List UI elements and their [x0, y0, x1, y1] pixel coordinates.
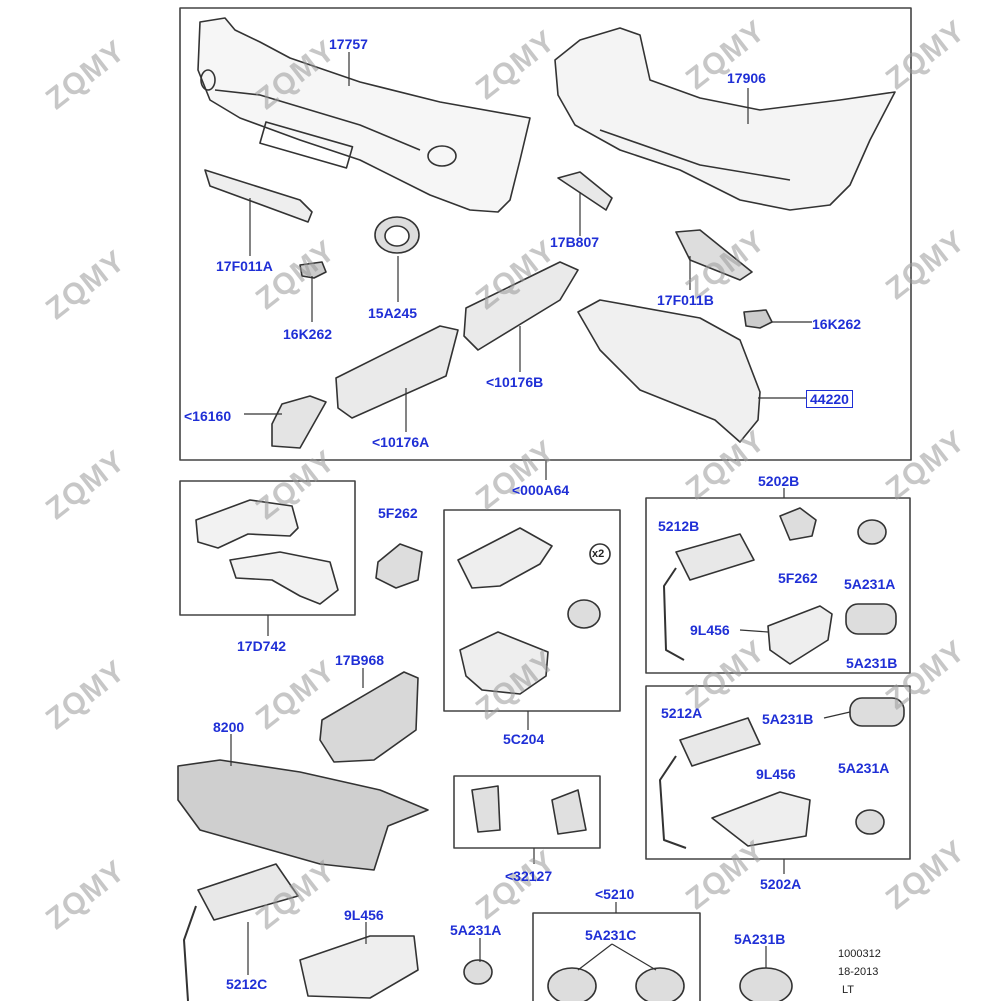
- silencer-5212A: [679, 717, 761, 767]
- bracket-32127-right: [551, 789, 587, 835]
- bracket-32127-left: [471, 785, 501, 833]
- callout-5f262-right: 5F262: [778, 570, 818, 586]
- callout-5f262-top: 5F262: [378, 505, 418, 521]
- callout-5a231a-mid: 5A231A: [838, 760, 890, 776]
- clip-right: [743, 309, 773, 329]
- callout-17757: 17757: [329, 36, 368, 52]
- side-vent: [319, 671, 419, 763]
- callout-17f011b: 17F011B: [657, 292, 714, 308]
- callout-9l456-bottom: 9L456: [344, 907, 384, 923]
- rear-bumper: [554, 27, 896, 211]
- callout-5a231b-top: 5A231B: [846, 655, 898, 671]
- callout-8200: 8200: [213, 719, 245, 735]
- tip-9L456-mid: [711, 791, 811, 847]
- callout-5a231b-mid: 5A231B: [762, 711, 814, 727]
- rear-tow-cover: [557, 171, 613, 211]
- tow-eye-cover-right: [675, 229, 753, 281]
- clamp-5A231A-top: [857, 519, 887, 545]
- tip-9L456-bottom: [299, 935, 419, 999]
- group-box-5202b: [645, 497, 911, 674]
- doc-ref-code: LT: [842, 984, 855, 996]
- group-box-brackets: [453, 775, 601, 849]
- callout-9l456-mid: 9L456: [756, 766, 796, 782]
- callout-5210: <5210: [595, 886, 635, 902]
- clamp-5c204: [567, 599, 601, 629]
- moulding-10176B: [463, 261, 579, 351]
- moulding-10176A: [335, 325, 459, 419]
- callout-5202b: 5202B: [758, 473, 800, 489]
- tow-eye-cover-left: [204, 169, 313, 223]
- callout-16k262-left: 16K262: [283, 326, 333, 342]
- rear-diffuser: [577, 299, 761, 443]
- mirror-cap-lower: [229, 551, 339, 605]
- doc-ref-number: 1000312: [838, 948, 881, 960]
- clamp-5A231A-bottom: [463, 959, 493, 985]
- sleeve-5A231B-bottom: [739, 967, 793, 1001]
- callout-17b807: 17B807: [550, 234, 600, 250]
- callout-9l456-top: 9L456: [690, 622, 730, 638]
- callout-5a231a-bottom: 5A231A: [450, 922, 502, 938]
- silencer-5212B: [675, 533, 755, 581]
- callout-15a245: 15A245: [368, 305, 418, 321]
- sleeve-5A231B-top: [845, 603, 897, 635]
- callout-5a231c: 5A231C: [585, 927, 637, 943]
- callout-5212a: 5212A: [661, 705, 703, 721]
- group-box-tailpipes: [443, 509, 621, 712]
- tip-9L456-top: [767, 605, 833, 665]
- end-cap-16160: [271, 395, 327, 449]
- silencer-5212C: [197, 863, 299, 921]
- tailpipe-trim-lower: [459, 631, 549, 695]
- callout-5212b: 5212B: [658, 518, 700, 534]
- callout-5202a: 5202A: [760, 876, 802, 892]
- callout-000a64: <000A64: [512, 482, 570, 498]
- callout-44220: 44220: [806, 390, 853, 408]
- sleeve-5A231C-left: [547, 967, 597, 1001]
- callout-16160: <16160: [184, 408, 232, 424]
- callout-10176a: <10176A: [372, 434, 430, 450]
- callout-5a231a-top: 5A231A: [844, 576, 896, 592]
- callout-5a231b-bottom: 5A231B: [734, 931, 786, 947]
- callout-x2: x2: [592, 548, 605, 560]
- mirror-cap-upper: [195, 499, 299, 549]
- sleeve-5A231C-right: [635, 967, 685, 1001]
- callout-17d742: 17D742: [237, 638, 287, 654]
- callout-17b968: 17B968: [335, 652, 385, 668]
- doc-ref-date: 18-2013: [838, 966, 879, 978]
- front-grille: [177, 759, 429, 871]
- callout-17f011a: 17F011A: [216, 258, 273, 274]
- tailpipe-trim-upper: [457, 527, 553, 589]
- group-box-5202a: [645, 685, 911, 860]
- clamp-5A231A-mid: [855, 809, 885, 835]
- callout-32127: <32127: [505, 868, 553, 884]
- callout-10176b: <10176B: [486, 374, 544, 390]
- front-bumper: [197, 17, 531, 213]
- clip-left: [299, 261, 327, 279]
- callout-16k262-right: 16K262: [812, 316, 862, 332]
- callout-5212c: 5212C: [226, 976, 268, 992]
- hanger-5F262: [779, 507, 817, 541]
- callout-17906: 17906: [727, 70, 766, 86]
- callout-5c204: 5C204: [503, 731, 545, 747]
- bracket-5F262: [375, 543, 423, 589]
